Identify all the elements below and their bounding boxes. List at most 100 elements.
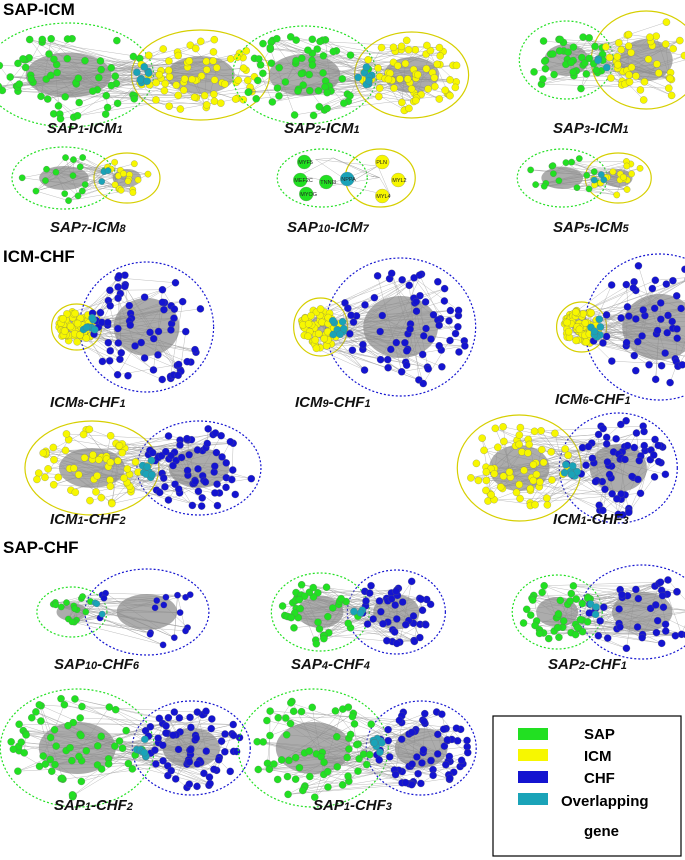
network-node — [523, 605, 531, 614]
edge — [168, 70, 207, 108]
edge — [80, 717, 234, 725]
network-node — [418, 606, 427, 615]
edge — [599, 461, 659, 506]
network-node — [639, 96, 648, 104]
edge — [423, 326, 459, 384]
network-node — [384, 736, 392, 745]
network-node — [229, 731, 238, 740]
edge — [482, 438, 495, 469]
network-node — [180, 75, 189, 83]
network-node — [393, 615, 401, 623]
network-node — [543, 501, 552, 509]
edge — [55, 172, 120, 189]
network-node — [98, 178, 106, 185]
network-node — [390, 628, 399, 636]
network-node — [49, 443, 58, 452]
network-node — [429, 311, 438, 319]
edge — [62, 765, 168, 780]
network-node — [167, 766, 175, 775]
network-node — [106, 458, 115, 467]
hull-chf — [78, 261, 215, 393]
network-node — [603, 63, 611, 72]
network-node — [622, 338, 631, 347]
network-node — [305, 747, 314, 755]
network-node — [563, 318, 571, 327]
network-node — [274, 714, 282, 722]
network-node — [78, 702, 86, 711]
network-node — [159, 741, 167, 749]
network-node — [652, 628, 661, 637]
network-node — [669, 276, 677, 285]
network-node — [206, 779, 214, 788]
network-node — [646, 33, 654, 41]
network-node — [359, 340, 367, 349]
network-node — [345, 745, 353, 753]
network-node — [137, 338, 145, 347]
network-node — [431, 82, 439, 91]
edge — [320, 279, 403, 310]
network-node — [572, 595, 581, 603]
network-node — [397, 368, 406, 376]
network-node — [106, 432, 115, 440]
network-node — [403, 347, 411, 355]
edge — [660, 319, 685, 343]
legend-swatch-chf — [518, 771, 548, 783]
legend-label-gene: gene — [584, 823, 619, 840]
network-node — [183, 357, 191, 366]
network-node — [304, 320, 313, 328]
network-node — [175, 485, 183, 493]
network-node — [324, 767, 332, 776]
network-node — [480, 446, 488, 455]
edge — [101, 57, 244, 70]
edge — [552, 165, 621, 175]
network-node — [527, 611, 535, 619]
edge — [124, 286, 181, 371]
network-node — [131, 342, 139, 350]
edge — [533, 463, 567, 481]
edge — [288, 783, 421, 795]
network-node — [365, 589, 374, 597]
network-node — [463, 736, 471, 745]
network-node — [289, 707, 298, 716]
edge — [377, 275, 402, 372]
network-node — [68, 618, 76, 626]
network-node — [71, 695, 79, 703]
edge — [45, 451, 165, 488]
network-9: ICM1-CHF2 — [24, 420, 262, 528]
network-node — [202, 101, 211, 109]
network-node — [659, 603, 668, 611]
edge — [541, 425, 644, 432]
network-node — [435, 321, 443, 330]
network-node — [107, 81, 116, 90]
network-node — [37, 92, 45, 101]
network-node — [340, 325, 348, 333]
network-node — [73, 338, 81, 346]
network-node — [417, 595, 425, 603]
network-node — [393, 639, 401, 648]
network-node — [537, 427, 545, 435]
network-node — [338, 75, 347, 83]
network-node — [452, 724, 461, 732]
network-node — [197, 502, 206, 510]
network-node — [545, 634, 553, 643]
network-node — [634, 594, 643, 603]
network-node — [129, 189, 137, 196]
network-node — [76, 163, 84, 171]
edge — [313, 77, 435, 116]
edge — [96, 320, 197, 353]
network-node — [423, 41, 431, 50]
edge — [304, 781, 414, 788]
network-node — [422, 324, 430, 333]
network-node — [652, 32, 660, 40]
network-node — [104, 760, 113, 768]
edge — [339, 601, 387, 641]
network-node — [573, 623, 582, 632]
network-node — [605, 53, 614, 62]
network-node — [159, 45, 167, 53]
network-node — [77, 777, 86, 786]
network-12: SAP4-CHF4 — [270, 569, 446, 673]
network-node — [231, 95, 240, 103]
network-node — [651, 375, 660, 384]
node-label: TNNI3 — [320, 180, 336, 186]
network-node — [440, 297, 449, 305]
